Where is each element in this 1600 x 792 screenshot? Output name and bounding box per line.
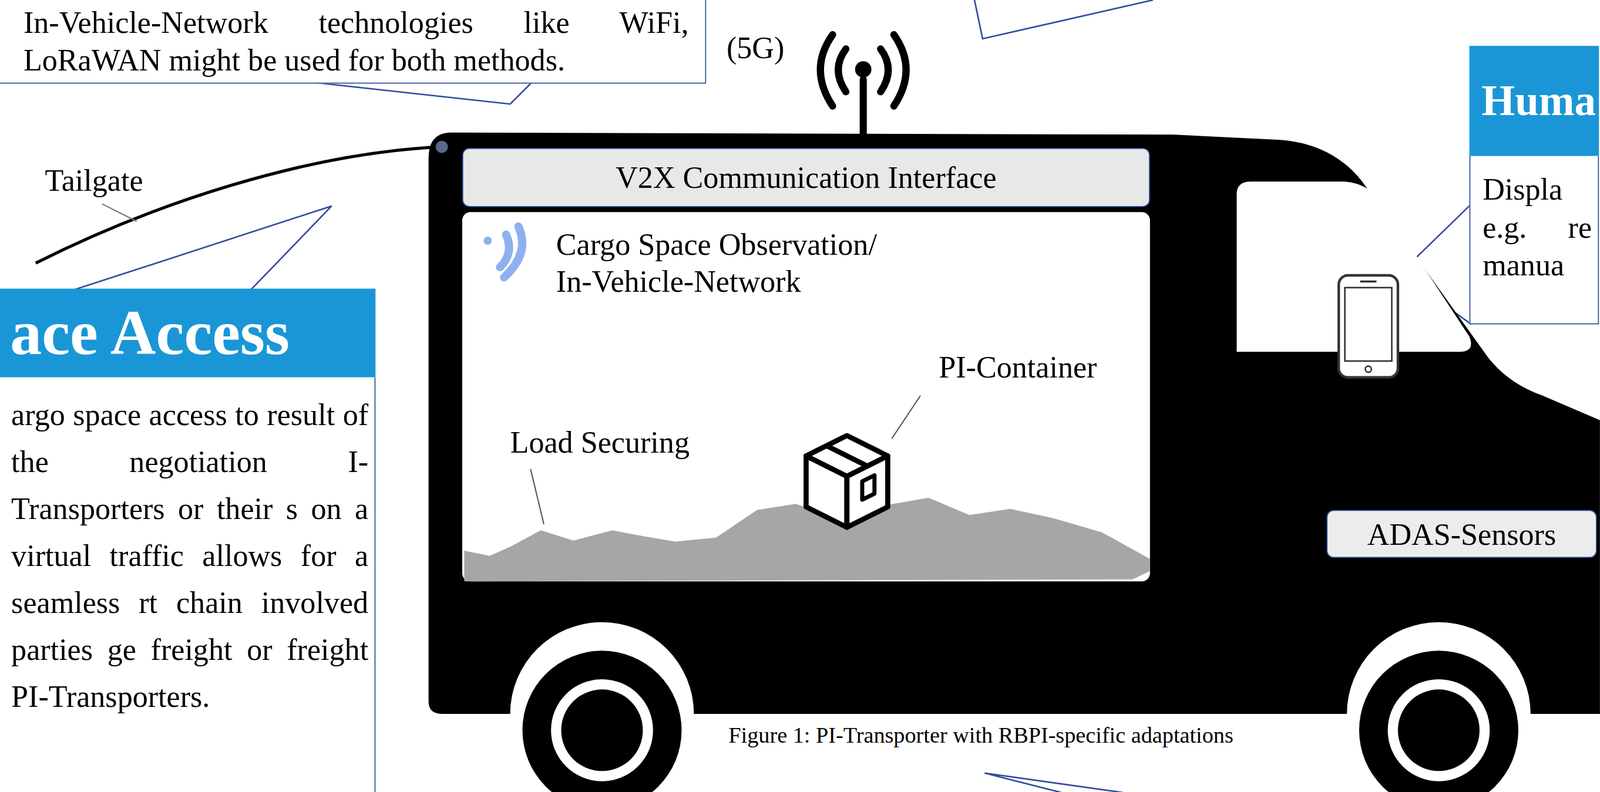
leader-line	[530, 469, 544, 525]
callout-text: Displa e.g. re manua	[1482, 170, 1592, 284]
wheel	[522, 650, 682, 792]
area-title: Cargo Space Observation/ In-Vehicle-Netw…	[556, 226, 904, 301]
callout-box: In-Vehicle-Network technologies like WiF…	[0, 0, 707, 84]
callout-heading-band: Huma	[1469, 45, 1600, 157]
leader-line	[102, 203, 137, 222]
callout-text: argo space access to result of the negot…	[11, 391, 369, 721]
part-label: PI-Container	[936, 350, 1099, 385]
load-securing	[464, 498, 1150, 582]
leader-line	[891, 395, 921, 439]
wifi-icon	[483, 226, 523, 278]
component-box: Cargo Space Observation/ In-Vehicle-Netw…	[462, 212, 1151, 582]
phone-icon	[1338, 275, 1398, 378]
component-box: V2X Communication Interface	[462, 148, 1151, 208]
van-body	[428, 132, 1600, 715]
part-label: (5G)	[724, 30, 786, 66]
tailgate-hinge	[435, 140, 449, 154]
callout-body: Displa e.g. re manua	[1469, 156, 1600, 325]
callout-text: In-Vehicle-Network technologies like WiF…	[23, 2, 689, 79]
part-label: Load Securing	[508, 425, 692, 460]
cargo-space	[462, 212, 1151, 582]
callout-pointer	[71, 206, 332, 291]
callout-box: ace Access argo space access to result of…	[0, 288, 376, 792]
pi-container-icon	[805, 435, 888, 528]
component-box: ADAS-Sensors	[1326, 510, 1597, 559]
tailgate-line	[35, 146, 442, 264]
callout-box: HumaDispla e.g. re manua	[1469, 45, 1600, 325]
component-label: V2X Communication Interface	[615, 159, 997, 197]
callout-pointer	[306, 81, 533, 104]
callout-heading: Huma	[1481, 77, 1596, 125]
callout-heading: ace Access	[9, 298, 289, 368]
component-label: ADAS-Sensors	[1367, 515, 1556, 553]
callout-body: argo space access to result of the negot…	[0, 377, 376, 792]
part-label: Tailgate	[42, 163, 146, 198]
antenna-icon	[820, 34, 907, 143]
callout-heading-band: ace Access	[0, 288, 376, 378]
callout-pointer	[974, 0, 1154, 39]
figure-caption: Figure 1: PI-Transporter with RBPI-speci…	[725, 722, 1237, 749]
callout-pointer	[984, 773, 1123, 792]
wheel	[1359, 650, 1519, 792]
